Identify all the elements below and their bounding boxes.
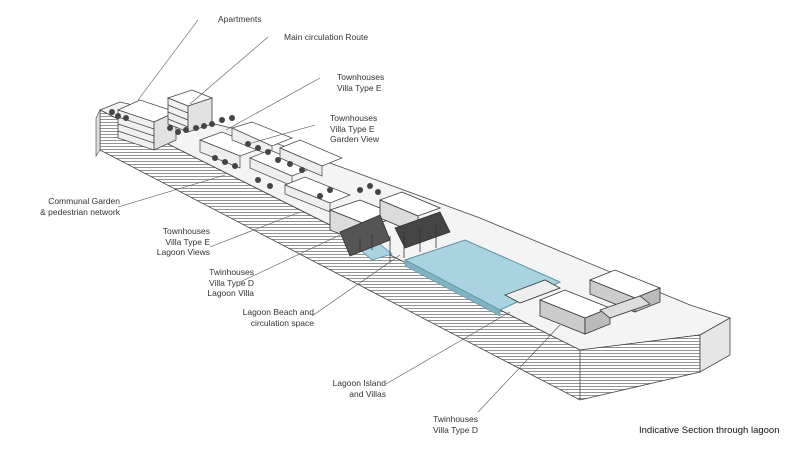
label-townhouses-villa-e: Townhouses Villa Type E (337, 72, 384, 93)
label-line: Communal Garden (48, 196, 120, 206)
label-line: Villa Type D (208, 277, 254, 288)
label-line: Garden View (330, 134, 379, 144)
label-line: Villa Type E (165, 236, 210, 247)
label-line: Lagoon Views (156, 247, 210, 257)
label-line: Townhouses (330, 113, 378, 123)
label-line: Villa Type E (337, 82, 382, 93)
label-line: Townhouses (162, 226, 210, 236)
label-line: Twinhouses (209, 267, 254, 277)
label-line: & pedestrian network (40, 206, 120, 217)
label-line: circulation space (250, 317, 314, 328)
label-line: Lagoon Island (332, 378, 386, 388)
label-line: Townhouses (337, 72, 385, 82)
label-apartments: Apartments (218, 14, 262, 24)
lagoon-villas (328, 191, 451, 257)
label-line: Twinhouses (433, 414, 478, 424)
label-twinhouses-lagoon-villa: Twinhouses Villa Type D Lagoon Villa (176, 267, 254, 299)
leader-lines (117, 19, 561, 413)
label-townhouses-lagoon-views: Townhouses Villa Type E Lagoon Views (120, 226, 210, 258)
island-villas (504, 269, 662, 335)
label-line: Villa Type D (432, 424, 478, 435)
label-twinhouses-villa-d: Twinhouses Villa Type D (398, 414, 478, 435)
diagram-caption: Indicative Section through lagoon (639, 425, 780, 436)
label-lagoon-island: Lagoon Island and Villas (306, 378, 386, 399)
label-lagoon-beach: Lagoon Beach and circulation space (224, 307, 314, 328)
pergola-structures (359, 224, 437, 262)
label-line: Lagoon Beach and (242, 307, 314, 317)
label-line: and Villas (349, 388, 386, 399)
townhouse-rows (199, 121, 351, 213)
label-line: Lagoon Villa (207, 288, 254, 298)
label-main-circulation-route: Main circulation Route (284, 32, 369, 42)
label-line: Villa Type E (330, 123, 375, 134)
label-communal-garden: Communal Garden & pedestrian network (24, 196, 120, 217)
label-townhouses-garden-view: Townhouses Villa Type E Garden View (330, 113, 379, 145)
